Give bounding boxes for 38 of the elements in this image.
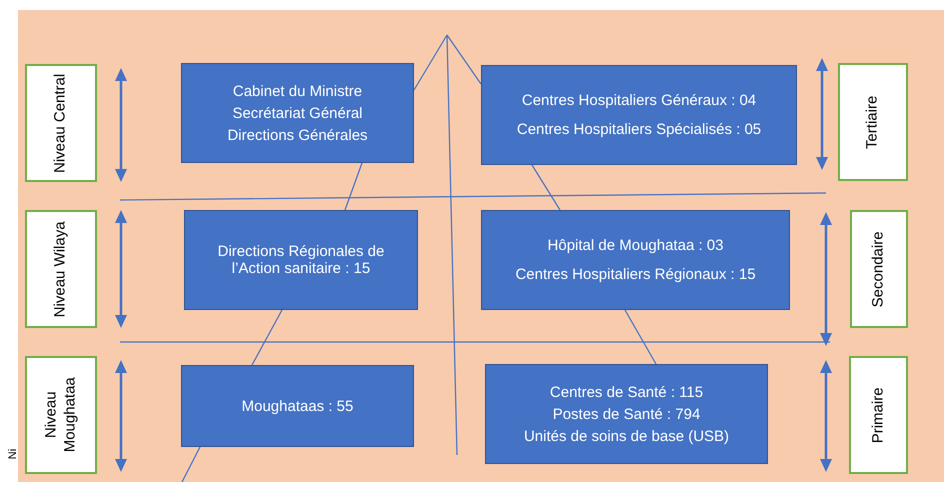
box-text: Centres Hospitaliers Généraux : 04 <box>522 92 756 109</box>
level-box <box>25 210 97 328</box>
connector-line <box>624 310 657 364</box>
level-label: Niveau Central <box>52 72 70 175</box>
level-label: Primaire <box>869 386 888 445</box>
process-box <box>184 210 418 310</box>
stray-text: Ni <box>7 448 20 460</box>
level-box <box>25 356 97 474</box>
box-text: Moughataas : 55 <box>242 398 354 414</box>
connector-line <box>446 34 482 84</box>
box-text: Centres de Santé : 115 <box>550 384 704 400</box>
connector-line <box>413 34 448 90</box>
level-label: Niveau Moughataa <box>42 376 79 455</box>
box-text: Directions Générales <box>227 126 368 144</box>
box-text: Postes de Santé : 794 <box>552 406 700 422</box>
level-box <box>850 210 908 328</box>
box-text: Cabinet du Ministre <box>232 82 362 100</box>
connector-line <box>344 162 363 210</box>
level-box <box>838 63 908 181</box>
connector-line <box>532 164 560 210</box>
level-label: Tertiaire <box>864 94 882 151</box>
box-text: Centres Hospitaliers Régionaux : 15 <box>515 266 756 283</box>
box-text: Hôpital de Moughataa : 03 <box>548 237 724 254</box>
level-box <box>849 356 908 474</box>
box-text: Unités de soins de base (USB) <box>524 428 730 444</box>
connector-line <box>251 310 283 366</box>
process-box <box>481 65 797 165</box>
box-text: Centres Hospitaliers Spécialisés : 05 <box>516 121 762 138</box>
process-box <box>181 365 414 447</box>
process-box <box>485 364 768 464</box>
box-text: Directions Régionales de l’Action sanitaire : 15 <box>216 243 386 277</box>
box-text: Secrétariat Général <box>232 104 363 122</box>
level-box <box>25 64 97 182</box>
process-box <box>481 210 790 310</box>
process-box <box>181 63 414 163</box>
level-label: Niveau Wilaya <box>52 220 70 319</box>
connector-line <box>181 446 201 482</box>
level-label: Secondaire <box>870 230 888 309</box>
